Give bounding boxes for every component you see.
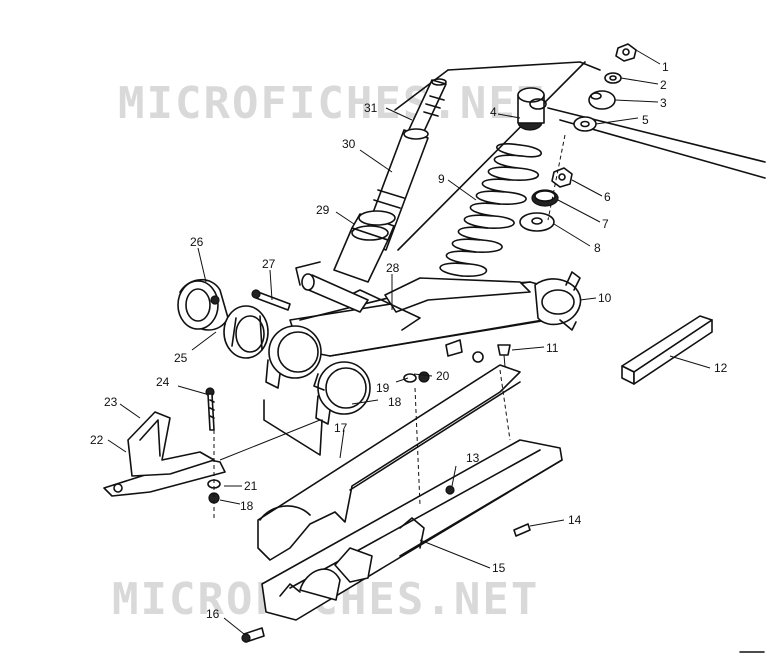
label-9: 9 — [438, 172, 445, 186]
label-1: 1 — [662, 60, 669, 74]
label-19: 19 — [376, 381, 390, 395]
bushing-3 — [588, 90, 616, 110]
label-7: 7 — [602, 217, 609, 231]
nut-1 — [615, 43, 637, 62]
label-17: 17 — [334, 421, 348, 435]
clamp-ring-18-b — [313, 361, 371, 425]
label-15: 15 — [492, 561, 506, 575]
label-24: 24 — [156, 375, 170, 389]
label-16: 16 — [206, 607, 220, 621]
label-26: 26 — [190, 235, 204, 249]
tube-28 — [301, 273, 369, 313]
washer-8 — [519, 212, 555, 232]
shock-top-4 — [517, 87, 547, 131]
label-2: 2 — [660, 78, 667, 92]
label-20: 20 — [436, 369, 450, 383]
label-18-b: 18 — [240, 499, 254, 513]
ball-13 — [445, 485, 455, 495]
label-18-a: 18 — [388, 395, 402, 409]
lower-rail-15 — [261, 439, 563, 621]
watermark-top: MICROFICHES.NET — [118, 78, 545, 129]
bolt-24 — [205, 387, 215, 431]
leader-lines — [107, 49, 711, 635]
shock-body-29 — [333, 210, 396, 283]
label-8: 8 — [594, 241, 601, 255]
bracket-23 — [127, 411, 215, 477]
bearing-25 — [223, 305, 269, 359]
label-13: 13 — [466, 451, 480, 465]
square-tube-12 — [621, 315, 713, 385]
label-22: 22 — [90, 433, 104, 447]
label-21: 21 — [244, 479, 258, 493]
washer-19 — [403, 373, 417, 383]
plate-5 — [573, 116, 597, 132]
label-25: 25 — [174, 351, 188, 365]
bushing-7 — [531, 189, 559, 207]
label-4: 4 — [490, 105, 497, 119]
label-23: 23 — [104, 395, 118, 409]
washer-2 — [604, 72, 622, 84]
label-27: 27 — [262, 257, 276, 271]
label-6: 6 — [604, 190, 611, 204]
label-3: 3 — [660, 96, 667, 110]
label-11: 11 — [546, 341, 559, 355]
label-5: 5 — [642, 113, 649, 127]
screw-16 — [241, 627, 265, 643]
label-30: 30 — [342, 137, 356, 151]
screw-14 — [513, 523, 531, 537]
chain-guard-17 — [257, 364, 521, 561]
bracket-small — [445, 339, 484, 363]
label-31: 31 — [364, 101, 378, 115]
label-29: 29 — [316, 203, 330, 217]
label-10: 10 — [598, 291, 612, 305]
label-14: 14 — [568, 513, 582, 527]
label-28: 28 — [386, 261, 400, 275]
spring-9 — [439, 143, 542, 277]
clamp-ring-18-a — [265, 325, 322, 389]
label-12: 12 — [714, 361, 728, 375]
swing-arm-frame-10 — [289, 271, 582, 357]
nut-20 — [418, 371, 430, 383]
part-labels: 1 2 3 4 5 6 7 8 9 10 11 12 13 14 15 16 1… — [90, 60, 728, 621]
bearing-26 — [177, 278, 229, 331]
cover-plate-outline — [263, 261, 323, 456]
bolt-27 — [251, 289, 291, 311]
